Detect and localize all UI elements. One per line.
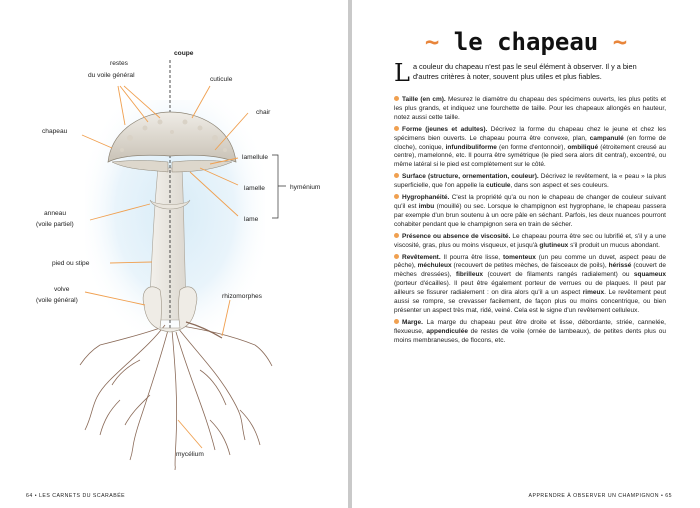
label-voile-general: (voile général) (36, 297, 78, 304)
bullet-icon (394, 318, 399, 324)
item-text: Il pourra être lisse, (440, 253, 503, 261)
label-voile-partiel: (voile partiel) (36, 221, 74, 228)
list-item: Surface (structure, ornementation, coule… (394, 173, 666, 191)
page-folio-left: 64 • LES CARNETS DU SCARABÉE (26, 493, 126, 499)
term: campanulé (589, 134, 624, 142)
term: rimeux (582, 289, 605, 297)
label-lamelle: lamelle (244, 185, 265, 192)
bullet-icon (394, 194, 399, 200)
label-coupe: coupe (174, 50, 194, 57)
label-cuticule: cuticule (210, 76, 233, 83)
hymenium-bracket (272, 154, 286, 219)
item-title: Présence ou absence de viscosité. (402, 232, 511, 240)
item-text: (étroitement creusé au centre), mamelonn… (394, 143, 666, 169)
list-item: Taille (en cm). Mesurez le diamètre du c… (394, 96, 666, 123)
bullet-icon (394, 232, 399, 238)
book-gutter (348, 0, 352, 508)
item-text: , dans son aspect et ses couleurs. (510, 182, 609, 190)
intro-text: a couleur du chapeau n'est pas le seul é… (412, 62, 637, 81)
label-restes: restes (110, 60, 129, 67)
label-mycelium: mycélium (176, 451, 204, 458)
item-title: Forme (jeunes et adultes). (402, 125, 488, 133)
criteria-list: Taille (en cm). Mesurez le diamètre du c… (394, 96, 666, 349)
item-text: de restes de voile (ornée de lambeaux), … (394, 327, 667, 344)
bullet-icon (394, 253, 399, 259)
title-text: le chapeau (453, 28, 599, 56)
term: glutineux (539, 241, 569, 249)
page-title: ~ le chapeau ~ (352, 28, 700, 56)
item-text: La marge du chapeau peut être droite et … (394, 318, 666, 335)
term: cuticule (485, 182, 511, 190)
item-title: Surface (structure, ornementation, coule… (402, 173, 539, 181)
item-text: . Le revêtement peut aussi se rompre, se… (394, 289, 666, 314)
term: appendiculée (426, 327, 468, 335)
term: hérissé (608, 262, 632, 270)
item-title: Hygrophanéité. (402, 194, 450, 202)
cap-icon (107, 111, 237, 163)
item-text: (couvert de filaments rangés radialement… (483, 271, 634, 279)
label-pied: pied ou stipe (52, 260, 90, 267)
item-text: Décrivez la forme du chapeau chez le jeu… (394, 125, 666, 142)
item-text: C'est la propriété qu'a ou non le chapea… (394, 194, 666, 210)
item-text: (porteur d'écailles). Il peut être égale… (394, 280, 666, 297)
item-text: (couvert de mèches dressées), (394, 262, 666, 279)
item-text: (en forme d'entonnoir), (496, 143, 568, 151)
item-title: Taille (en cm). (402, 96, 446, 103)
term: méchuleux (417, 262, 452, 270)
label-hymenium: hyménium (290, 184, 321, 191)
list-item: Revêtement. Il pourra être lisse, toment… (394, 253, 667, 316)
item-text: (mouillé) ou sec. Lorsque le champignon … (394, 202, 666, 228)
term: squameux (633, 271, 667, 279)
bullet-icon (394, 96, 399, 101)
item-text: (recouvert de petites mèches, de faiscea… (451, 262, 609, 270)
volva-icon (142, 286, 198, 333)
term: ombiliqué (567, 143, 599, 151)
page-folio-right: APPRENDRE À OBSERVER UN CHAMPIGNON • 65 (528, 493, 672, 499)
ring-icon (149, 199, 191, 210)
label-chair: chair (256, 109, 271, 116)
label-volve: volve (54, 286, 70, 293)
term: imbu (418, 202, 435, 210)
label-voile-general-top: du voile général (88, 72, 135, 79)
left-page: coupe restes du voile général cuticule c… (0, 0, 348, 508)
bullet-icon (394, 173, 399, 179)
label-lame: lame (244, 216, 259, 223)
rhizomorph-icon (185, 321, 223, 339)
term: tomenteux (502, 253, 536, 261)
label-chapeau: chapeau (42, 128, 68, 135)
drop-cap: L (394, 59, 410, 87)
mushroom-diagram: coupe restes du voile général cuticule c… (36, 50, 321, 471)
item-title: Marge. (402, 318, 423, 326)
label-lamellule: lamellule (242, 154, 268, 161)
label-anneau: anneau (44, 210, 66, 217)
term: infundibuliforme (445, 143, 497, 151)
bullet-icon (394, 125, 399, 131)
title-tilde-right: ~ (612, 28, 628, 56)
item-text: (un peu comme un duvet, aspect peau de p… (394, 253, 666, 270)
label-rhizomorphes: rhizomorphes (222, 293, 263, 300)
list-item: Forme (jeunes et adultes). Décrivez la f… (394, 125, 666, 171)
term: fibrilleux (455, 271, 484, 279)
warts-icon (120, 119, 227, 152)
item-text: Décrivez le revêtement, la « peau » la p… (394, 173, 666, 190)
item-text: s'il produit un mucus abondant. (568, 241, 660, 249)
title-tilde-left: ~ (424, 28, 440, 56)
item-text: (en forme de cloche), conique, (394, 134, 666, 151)
item-title: Revêtement. (402, 253, 441, 261)
mycelium-icon (79, 324, 273, 471)
list-item: Hygrophanéité. C'est la propriété qu'a o… (394, 194, 666, 230)
list-item: Présence ou absence de viscosité. Le cha… (394, 232, 667, 251)
leader-lines (81, 85, 249, 449)
item-text: Mesurez le diamètre du chapeau des spéci… (394, 96, 666, 121)
list-item: Marge. La marge du chapeau peut être dro… (394, 318, 667, 346)
item-text: Le chapeau pourra être sec ou lubrifié e… (394, 232, 667, 249)
